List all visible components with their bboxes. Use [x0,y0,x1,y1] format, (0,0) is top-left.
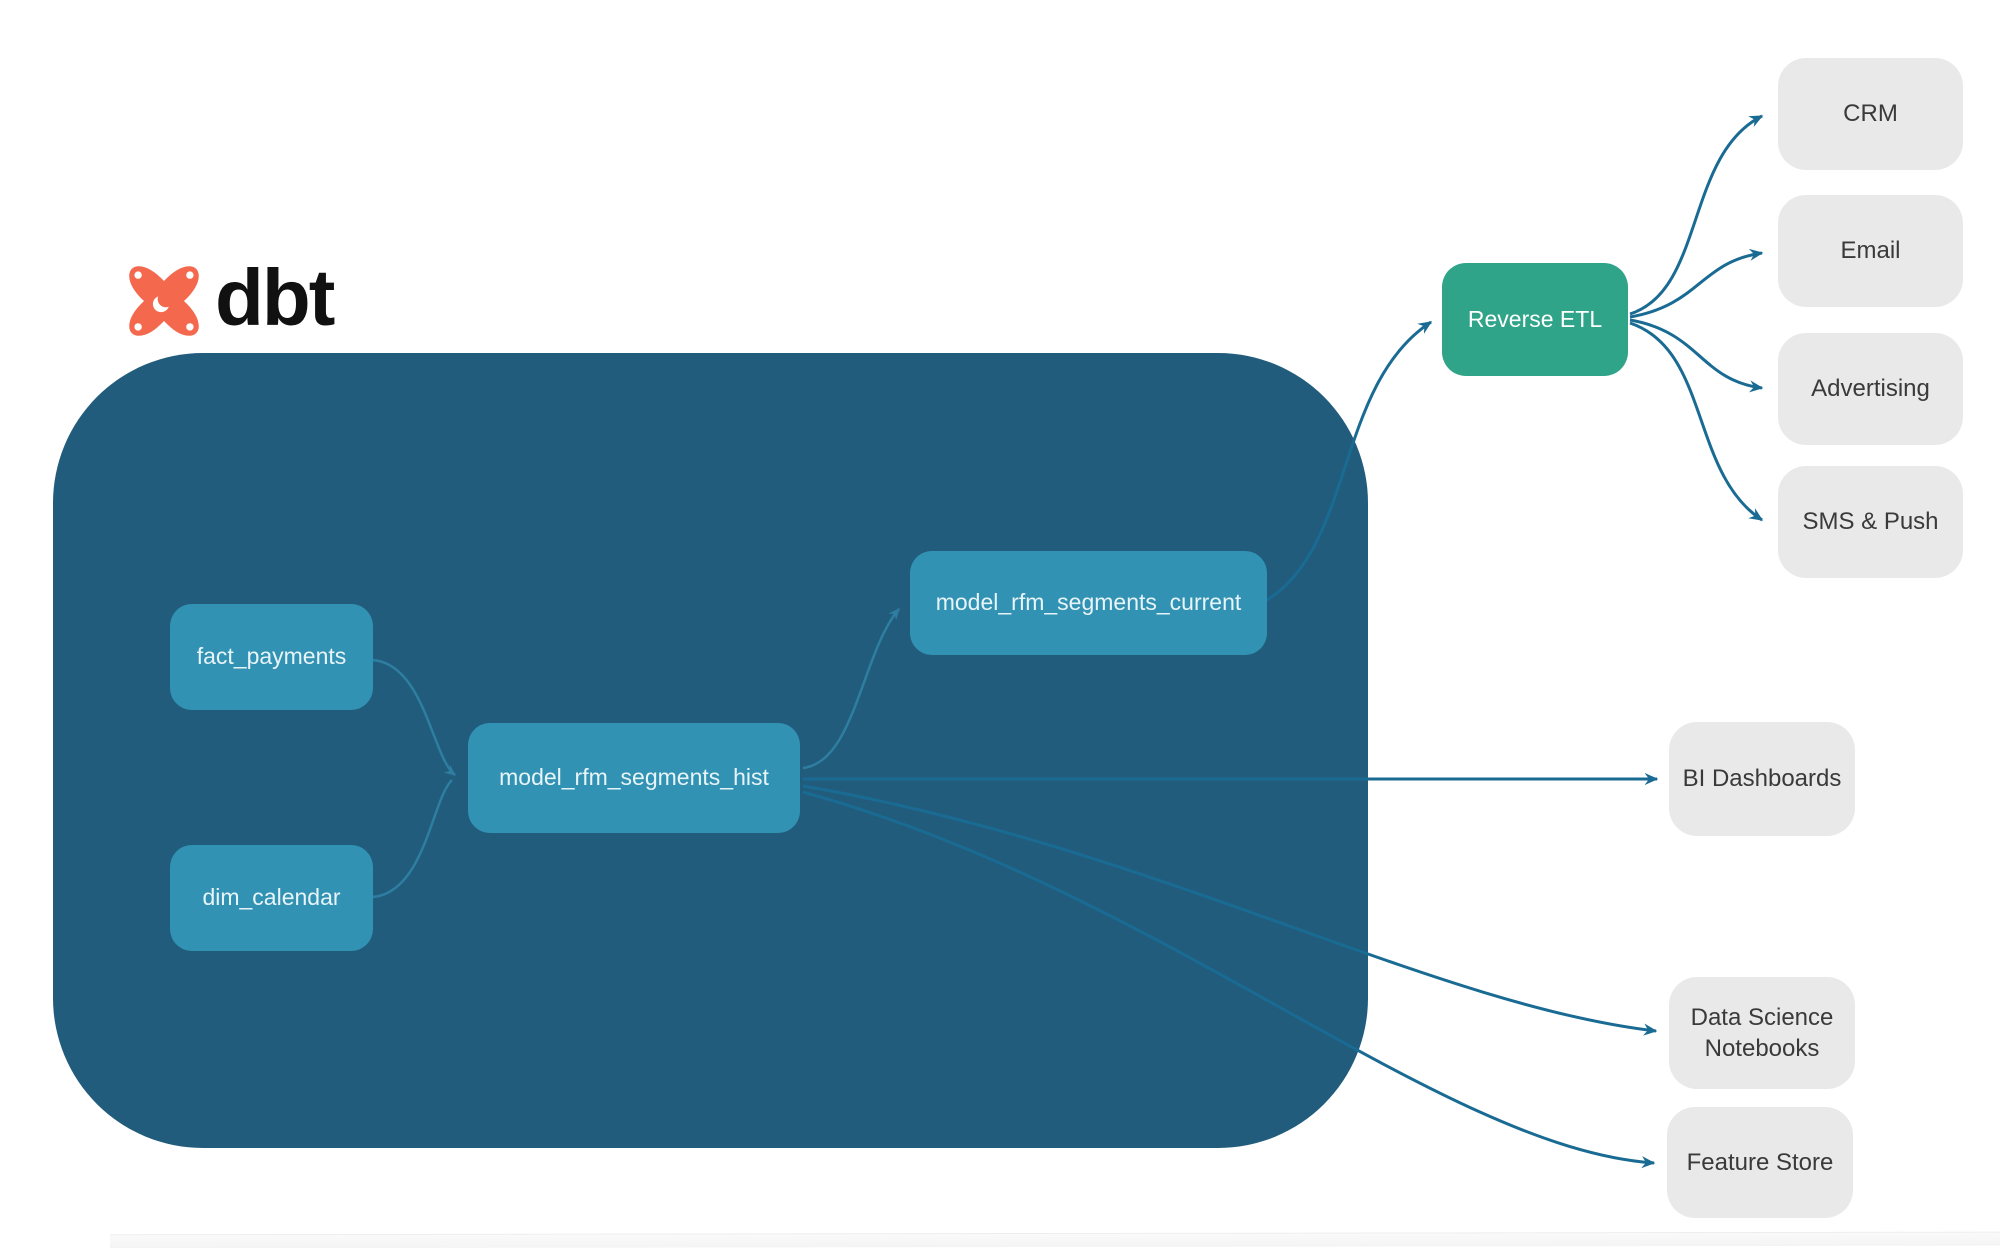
node-model-rfm-segments-hist: model_rfm_segments_hist [468,723,800,833]
node-label: Feature Store [1686,1148,1834,1176]
dbt-logo-icon [129,266,199,336]
node-model-rfm-segments-current: model_rfm_segments_current [910,551,1267,655]
edge-retl-to-crm [1629,114,1764,316]
node-label: Email [1840,237,1901,265]
edge-retl-to-advertising [1629,318,1764,393]
node-label: Data Science Notebooks [1690,1003,1834,1062]
node-dim-calendar: dim_calendar [170,845,373,951]
node-label: Reverse ETL [1467,305,1603,332]
node-crm: CRM [1778,58,1963,170]
edge-retl-to-sms [1629,321,1764,522]
node-fact-payments: fact_payments [170,604,373,710]
node-label: CRM [1843,100,1898,128]
node-label: fact_payments [196,643,347,670]
node-data-science-notebooks: Data Science Notebooks [1669,977,1855,1089]
node-label: BI Dashboards [1682,765,1842,793]
node-feature-store: Feature Store [1667,1107,1853,1218]
node-label: dim_calendar [202,884,341,911]
node-label: SMS & Push [1802,508,1939,536]
node-label: model_rfm_segments_current [935,589,1242,616]
node-label: model_rfm_segments_hist [499,764,769,791]
node-advertising: Advertising [1778,333,1963,445]
dbt-logo: dbt [127,253,335,344]
node-reverse-etl: Reverse ETL [1442,263,1628,376]
node-email: Email [1778,195,1963,307]
edge-retl-to-email [1629,248,1764,319]
node-bi-dashboards: BI Dashboards [1669,722,1855,836]
dbt-wordmark: dbt [215,253,335,342]
node-label: Advertising [1811,375,1930,403]
node-sms-push: SMS & Push [1778,466,1963,578]
